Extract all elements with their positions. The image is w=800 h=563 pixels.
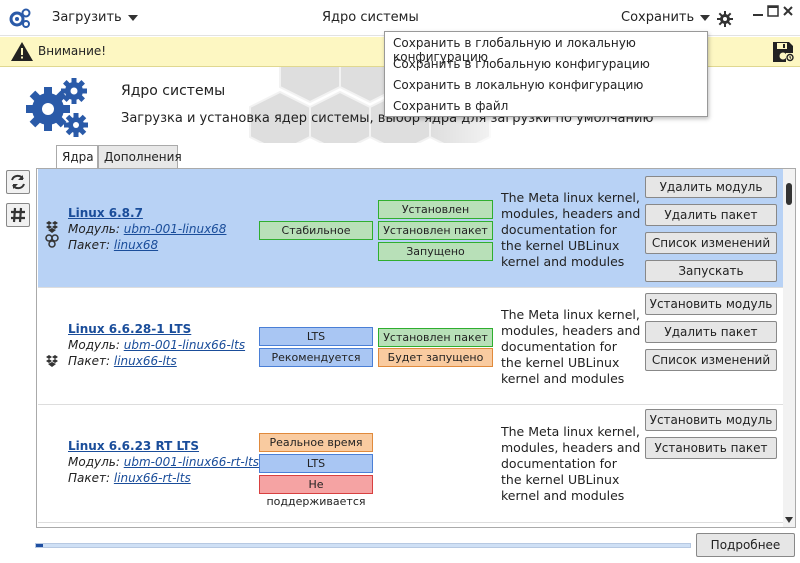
module-label: Модуль: <box>68 222 120 236</box>
kernel-list: Linux 6.8.7 Модуль: ubm-001-linux68 Паке… <box>36 168 796 528</box>
package-link[interactable]: linux66-lts <box>113 354 177 368</box>
menu-item-save-file[interactable]: Сохранить в файл <box>393 99 509 113</box>
status-badge: Запущено <box>378 242 493 261</box>
module-link[interactable]: ubm-001-linux68 <box>123 222 227 236</box>
save-disk-icon[interactable] <box>771 41 795 63</box>
menu-item-save-local[interactable]: Сохранить в локальную конфигурацию <box>393 78 644 92</box>
progress-fill <box>36 544 43 547</box>
package-link[interactable]: linux68 <box>113 238 159 252</box>
menu-item-save-global-local[interactable]: Сохранить в глобальную и локальную конфи… <box>393 36 636 64</box>
kernel-row[interactable]: Linux 6.6.28-1 LTS Модуль: ubm-001-linux… <box>38 288 783 405</box>
package-icon <box>46 355 58 367</box>
minimize-icon[interactable] <box>752 5 764 17</box>
module-link[interactable]: ubm-001-linux66-rt-lts <box>123 455 260 469</box>
package-label: Пакет: <box>68 238 111 252</box>
status-badge: Установлен пакет <box>378 221 493 240</box>
kernel-name[interactable]: Linux 6.6.28-1 LTS <box>68 322 192 336</box>
kernel-description: The Meta linux kernel, modules, headers … <box>501 307 641 386</box>
kernel-module-line: Модуль: ubm-001-linux68 <box>68 222 226 236</box>
kernel-package-line: Пакет: linux66-lts <box>68 354 177 368</box>
status-badge: Установлен пакет <box>378 328 493 347</box>
save-dropdown-menu: Сохранить в глобальную и локальную конфи… <box>384 31 708 117</box>
kernel-module-line: Модуль: ubm-001-linux66-rt-lts <box>68 455 259 469</box>
kernel-name[interactable]: Linux 6.8.7 <box>68 206 143 220</box>
tab-kernels[interactable]: Ядра <box>56 145 98 170</box>
kernel-package-line: Пакет: linux68 <box>68 238 158 252</box>
module-label: Модуль: <box>68 455 120 469</box>
load-label: Загрузить <box>52 10 122 25</box>
save-label: Сохранить <box>621 10 695 25</box>
list-scrollbar[interactable] <box>783 169 795 527</box>
install-package-button[interactable]: Установить пакет <box>645 437 777 459</box>
package-icon <box>46 221 58 233</box>
changelog-button[interactable]: Список изменений <box>645 349 777 371</box>
kernel-row[interactable]: Linux 6.8.7 Модуль: ubm-001-linux68 Паке… <box>38 169 783 288</box>
install-module-button[interactable]: Установить модуль <box>645 409 777 431</box>
chevron-down-icon <box>700 14 711 21</box>
tab-addons[interactable]: Дополнения <box>98 145 182 169</box>
module-link[interactable]: ubm-001-linux66-lts <box>123 338 246 352</box>
install-module-button[interactable]: Установить модуль <box>645 293 777 315</box>
tag-badge: LTS <box>259 454 373 473</box>
module-label: Модуль: <box>68 338 120 352</box>
title-bar: Загрузить Ядро системы Сохранить <box>0 0 800 36</box>
remove-package-button[interactable]: Удалить пакет <box>645 204 777 226</box>
close-icon[interactable] <box>782 5 794 17</box>
save-menu-button[interactable]: Сохранить <box>621 10 711 25</box>
tag-badge: Стабильное <box>259 221 373 240</box>
scroll-down-icon[interactable] <box>785 517 793 523</box>
scrollbar-thumb[interactable] <box>786 183 792 205</box>
warning-text: Внимание! <box>38 44 107 58</box>
kernel-module-line: Модуль: ubm-001-linux66-lts <box>68 338 245 352</box>
remove-module-button[interactable]: Удалить модуль <box>645 176 777 198</box>
progress-bar <box>35 543 691 548</box>
tag-badge: Не поддерживается <box>259 475 373 508</box>
package-label: Пакет: <box>68 471 111 485</box>
hash-icon <box>11 207 25 223</box>
chevron-down-icon <box>127 14 138 21</box>
kernel-package-line: Пакет: linux66-rt-lts <box>68 471 191 485</box>
package-link[interactable]: linux66-rt-lts <box>113 471 191 485</box>
refresh-button[interactable] <box>6 170 30 194</box>
refresh-icon <box>11 174 25 190</box>
remove-package-button[interactable]: Удалить пакет <box>645 321 777 343</box>
window-title: Ядро системы <box>322 10 419 25</box>
maximize-icon[interactable] <box>767 5 779 17</box>
tag-badge: Рекомендуется <box>259 348 373 367</box>
load-menu-button[interactable]: Загрузить <box>52 10 138 25</box>
kernel-row[interactable]: Linux 6.6.23 RT LTS Модуль: ubm-001-linu… <box>38 405 783 523</box>
changelog-button[interactable]: Список изменений <box>645 232 777 254</box>
app-gears-icon <box>9 8 31 28</box>
status-badge: Установлен модуль <box>378 200 493 233</box>
kernel-description: The Meta linux kernel, modules, headers … <box>501 424 641 503</box>
menu-item-save-global[interactable]: Сохранить в глобальную конфигурацию <box>393 57 650 71</box>
warning-icon <box>11 42 33 61</box>
gear-icon[interactable] <box>717 11 733 27</box>
run-button[interactable]: Запускать <box>645 260 777 282</box>
tag-badge: Реальное время <box>259 433 373 452</box>
status-badge: Будет запущено <box>378 348 493 367</box>
hash-button[interactable] <box>6 203 30 227</box>
module-icon <box>45 234 59 248</box>
tag-badge: LTS <box>259 327 373 346</box>
kernel-name[interactable]: Linux 6.6.23 RT LTS <box>68 439 200 453</box>
package-label: Пакет: <box>68 354 111 368</box>
page-title: Ядро системы <box>121 83 226 99</box>
more-details-button[interactable]: Подробнее <box>696 533 795 557</box>
kernel-description: The Meta linux kernel, modules, headers … <box>501 190 641 269</box>
kernel-gears-icon <box>26 78 88 137</box>
